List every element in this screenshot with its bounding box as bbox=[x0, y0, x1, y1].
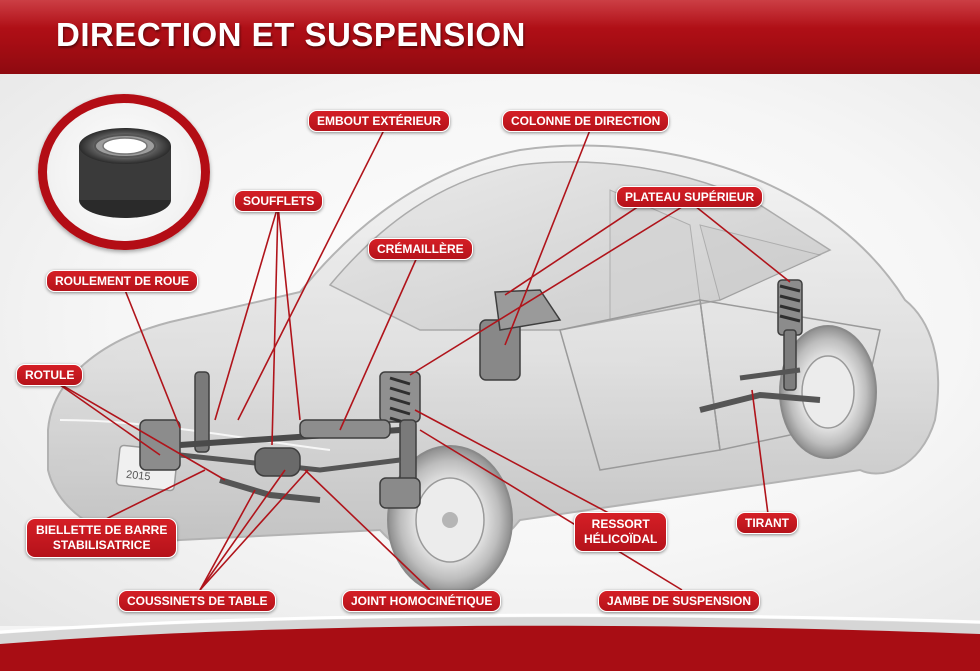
label-biellette-line2: STABILISATRICE bbox=[52, 538, 151, 552]
label-ressort-helicoidal: RESSORT HÉLICOÏDAL bbox=[574, 512, 668, 552]
leader-lines bbox=[52, 129, 791, 591]
label-ressort-line1: RESSORT bbox=[591, 517, 650, 531]
rear-suspension bbox=[699, 279, 821, 413]
label-colonne-de-direction: COLONNE DE DIRECTION bbox=[502, 110, 670, 132]
label-cremaillere: CRÉMAILLÈRE bbox=[368, 238, 473, 260]
page-title: DIRECTION ET SUSPENSION bbox=[56, 16, 526, 53]
wheel-bearing-icon bbox=[79, 128, 171, 218]
header-banner: DIRECTION ET SUSPENSION bbox=[0, 0, 980, 74]
label-embout-exterieur: EMBOUT EXTÉRIEUR bbox=[308, 110, 451, 132]
label-ressort-line2: HÉLICOÏDAL bbox=[584, 532, 658, 546]
wheel-bearing-inset bbox=[38, 94, 210, 250]
label-coussinets-de-table: COUSSINETS DE TABLE bbox=[118, 590, 277, 612]
rear-wheel bbox=[779, 325, 877, 459]
label-jambe-de-suspension: JAMBE DE SUSPENSION bbox=[598, 590, 761, 612]
label-biellette-barre-stabilisatrice: BIELLETTE DE BARRE STABILISATRICE bbox=[26, 518, 178, 558]
label-joint-homocinetique: JOINT HOMOCINÉTIQUE bbox=[342, 590, 502, 612]
label-roulement-de-roue: ROULEMENT DE ROUE bbox=[46, 270, 199, 292]
footer-swoosh bbox=[0, 613, 980, 671]
license-plate-text: 2015 bbox=[125, 468, 152, 484]
label-plateau-superieur: PLATEAU SUPÉRIEUR bbox=[616, 186, 764, 208]
front-suspension bbox=[139, 289, 562, 509]
label-rotule: ROTULE bbox=[16, 364, 84, 386]
label-tirant: TIRANT bbox=[736, 512, 798, 534]
label-soufflets: SOUFFLETS bbox=[234, 190, 324, 212]
header-shine bbox=[0, 0, 980, 28]
label-biellette-line1: BIELLETTE DE BARRE bbox=[36, 523, 168, 537]
